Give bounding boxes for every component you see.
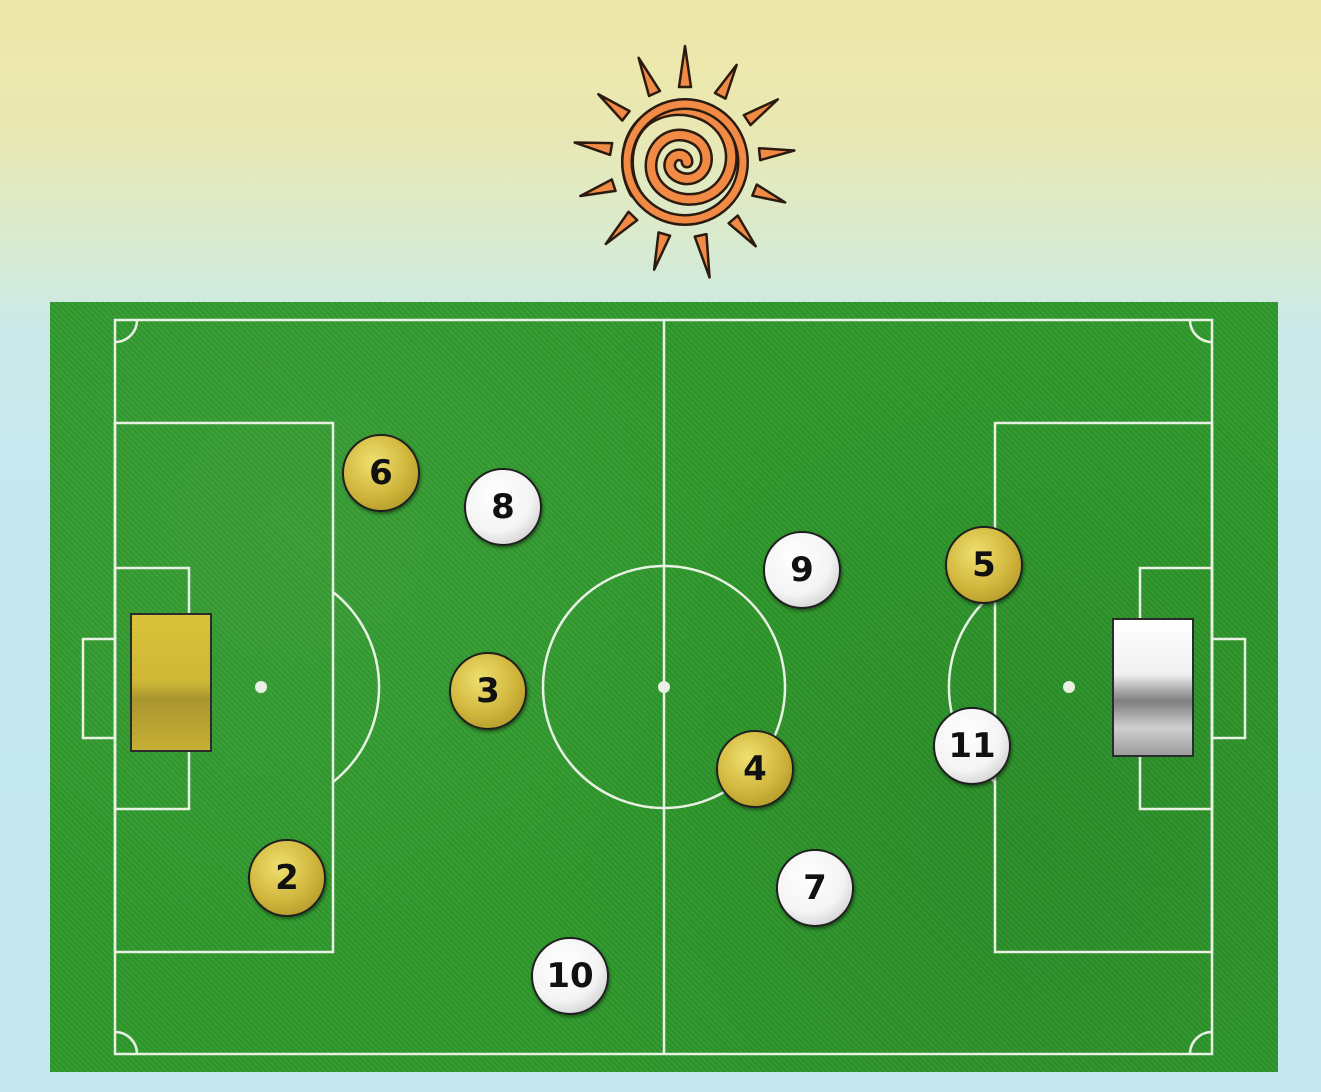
right-goal-white [1112, 618, 1194, 757]
player-yellow-4[interactable]: 4 [716, 730, 794, 808]
player-white-11[interactable]: 11 [933, 707, 1011, 785]
player-white-10[interactable]: 10 [531, 937, 609, 1015]
left-goal-yellow [130, 613, 212, 752]
player-white-8[interactable]: 8 [464, 468, 542, 546]
player-yellow-5[interactable]: 5 [945, 526, 1023, 604]
player-white-9[interactable]: 9 [763, 531, 841, 609]
player-white-7[interactable]: 7 [776, 849, 854, 927]
player-yellow-2[interactable]: 2 [248, 839, 326, 917]
sun-icon [560, 40, 810, 290]
player-yellow-3[interactable]: 3 [449, 652, 527, 730]
soccer-pitch: 6 8 9 5 3 11 4 2 7 10 [50, 302, 1278, 1072]
pitch-markings [50, 302, 1278, 1072]
player-yellow-6[interactable]: 6 [342, 434, 420, 512]
